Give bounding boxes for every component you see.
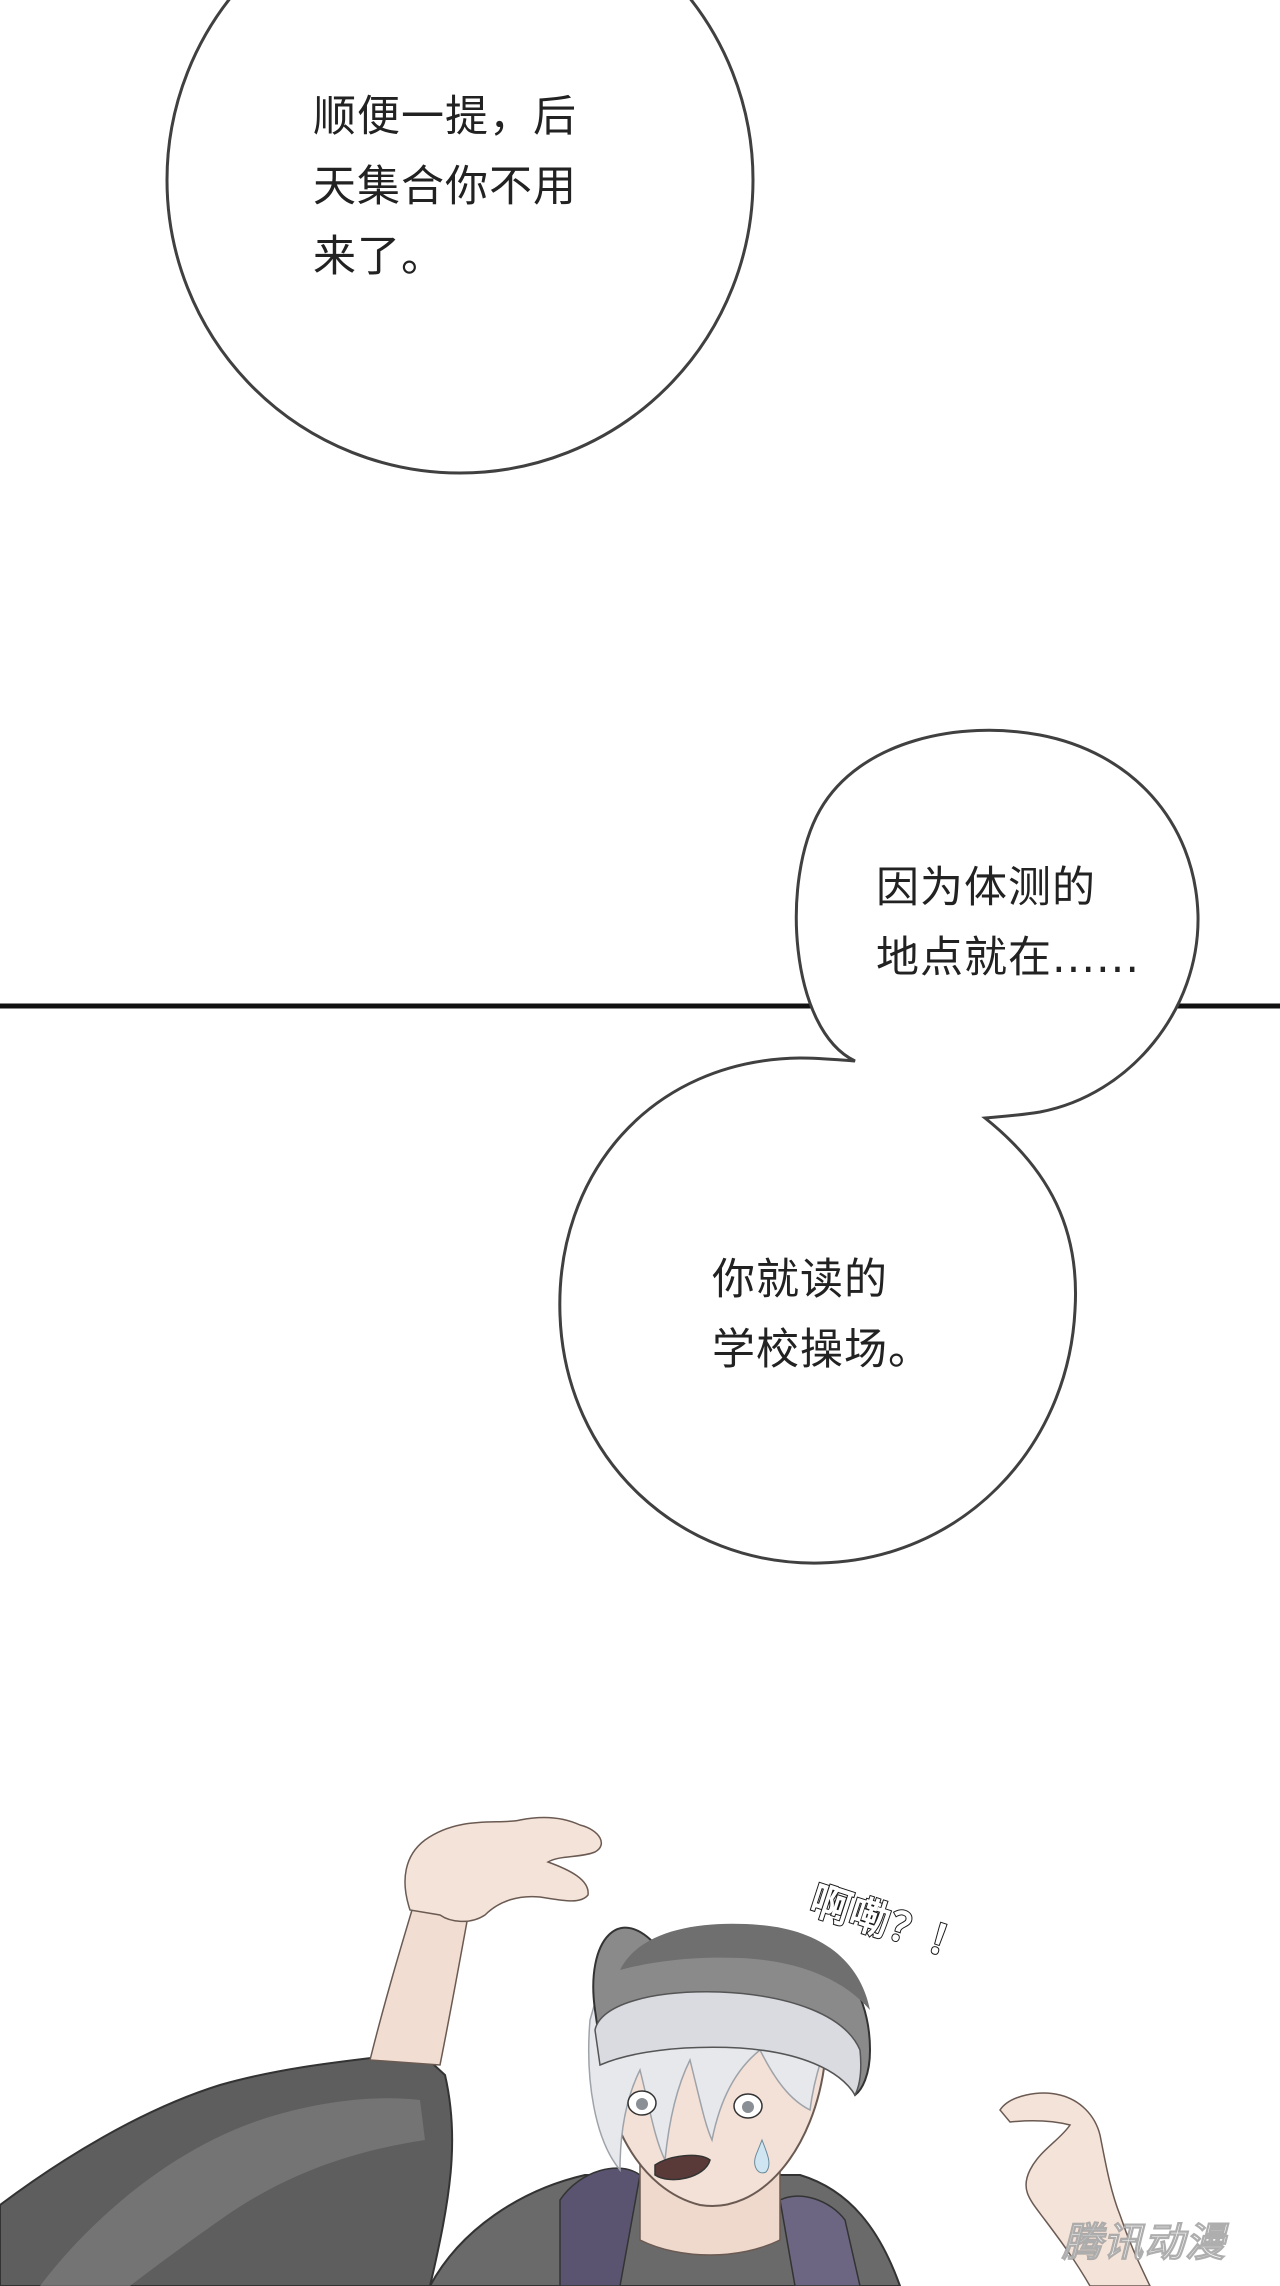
character-illustration [0, 1816, 1151, 2286]
speech-bubble-1 [165, 0, 755, 475]
mouth [654, 2154, 711, 2181]
beanie-band [594, 1991, 862, 2097]
forearm-left [369, 1899, 471, 2066]
speech-bubble-3-line-1: 你就读的 [712, 1255, 888, 1305]
hood-collar [559, 2167, 641, 2286]
speech-bubble-1-text: 顺便一提，后 天集合你不用 来了。 [313, 82, 577, 292]
speech-bubble-3-line-2: 学校操场。 [712, 1325, 932, 1375]
scarf [779, 2195, 861, 2286]
sleeve-shading [40, 2098, 425, 2286]
speech-bubble-1-line-2: 天集合你不用 [313, 162, 577, 212]
speech-bubble-2-text: 因为体测的 地点就在...... [876, 853, 1140, 993]
speech-bubble-1-line-1: 顺便一提，后 [313, 92, 577, 142]
speech-bubble-2-line-1: 因为体测的 [876, 863, 1096, 913]
pupil-right [742, 2101, 754, 2113]
beanie-top [620, 1923, 870, 2010]
hand-left [404, 1816, 602, 1923]
sweat-drop [754, 2138, 770, 2174]
speech-bubble-2-line-2: 地点就在...... [876, 933, 1141, 983]
pupil-left [636, 2098, 648, 2110]
watermark-text: 腾讯动漫 [1062, 2220, 1226, 2267]
speech-bubble-3-text: 你就读的 学校操场。 [712, 1245, 932, 1385]
speech-bubble-2 [558, 728, 1200, 1565]
speech-bubble-1-line-3: 来了。 [313, 232, 445, 282]
